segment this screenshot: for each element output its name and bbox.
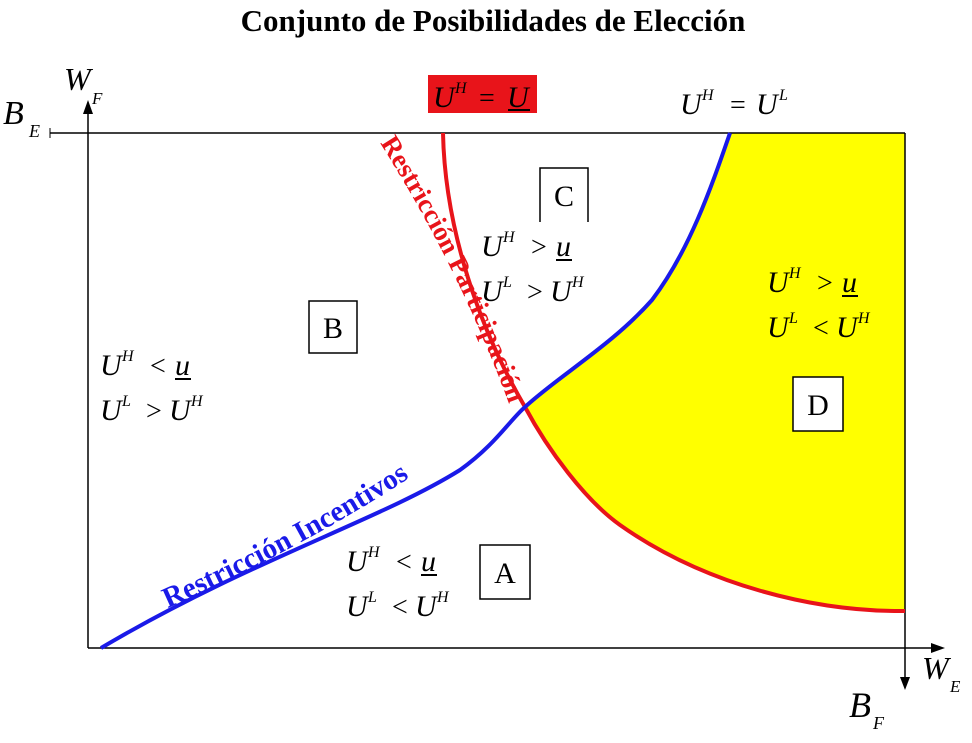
x-axis-label-main: W [922, 650, 952, 686]
region-c-line2-a: U [481, 275, 505, 308]
right-bound-label-main: B [849, 685, 871, 725]
region-b-line1-op: < [150, 351, 166, 382]
y-axis-label-main: W [64, 61, 94, 97]
region-b-line2-b: U [169, 394, 193, 427]
top-bound-label-main: B [3, 95, 24, 132]
region-b-box [308, 300, 358, 354]
region-d-line1-a: U [767, 266, 791, 299]
right-bound-label: B F [849, 685, 885, 733]
y-axis-label-sub: F [91, 89, 103, 108]
region-d-line1-op: > [817, 268, 833, 299]
x-axis-label: W E [922, 650, 961, 696]
participation-eq-lhs-sup: H [454, 80, 468, 97]
region-a-line1-a-sup: H [367, 544, 381, 561]
top-bound-label: B E [3, 95, 40, 141]
incentive-eq-lhs: U [680, 88, 704, 121]
x-axis-label-sub: E [949, 677, 961, 696]
region-a-line2-a-sup: L [367, 589, 377, 606]
incentive-curve [99, 132, 732, 650]
region-c-line2-a-sup: L [502, 274, 512, 291]
region-d-line2-b-sup: H [857, 310, 871, 327]
right-bound-arrowhead [900, 677, 910, 690]
region-b-letter: B [323, 312, 343, 345]
region-c-box [539, 167, 589, 222]
participation-curve-label-text: Restricción Participación [375, 130, 532, 406]
participation-eq-rhs: U [507, 81, 531, 114]
region-b-line1-b: u [175, 349, 190, 382]
region-d-line2-a-sup: L [788, 310, 798, 327]
region-c-line1-b: u [556, 230, 571, 263]
region-d-line2-op: < [813, 313, 829, 344]
region-d-line1-a-sup: H [788, 265, 802, 282]
region-b-line2-a: U [100, 394, 124, 427]
y-axis-arrowhead [83, 100, 93, 114]
region-b-line2-a-sup: L [121, 393, 131, 410]
region-c-line2-b: U [550, 275, 574, 308]
region-a-line1-a: U [346, 545, 370, 578]
region-c-line1-op: > [531, 232, 547, 263]
incentive-eq-rhs: U [756, 88, 780, 121]
top-bound-label-sub: E [28, 121, 40, 141]
participation-equation-box [428, 75, 537, 113]
x-axis-arrowhead [931, 643, 945, 653]
incentive-eq-rhs-sup: L [778, 87, 788, 104]
feasible-region-d [525, 133, 905, 612]
region-c-line1-a-sup: H [502, 229, 516, 246]
participation-equation: U H = U [428, 75, 537, 114]
incentive-eq-op: = [730, 90, 746, 121]
region-b-line2-b-sup: H [190, 393, 204, 410]
diagram-title: Conjunto de Posibilidades de Elección [241, 3, 746, 38]
incentive-eq-lhs-sup: H [701, 87, 715, 104]
participation-eq-lhs: U [433, 81, 457, 114]
region-a-letter: A [494, 557, 516, 590]
region-a-line2-b-sup: H [436, 589, 450, 606]
region-b-line1-a: U [100, 349, 124, 382]
region-c-line2-op: > [527, 277, 543, 308]
region-a-line2-op: < [392, 592, 408, 623]
region-a-line2-b: U [415, 590, 439, 623]
region-a-line2-a: U [346, 590, 370, 623]
region-c-line2-b-sup: H [571, 274, 585, 291]
region-a-box [479, 544, 531, 600]
region-c-line1-a: U [481, 230, 505, 263]
region-d-line2-a: U [767, 311, 791, 344]
region-d-box [792, 376, 844, 432]
region-c-letter: C [554, 180, 574, 213]
region-a-line1-b: u [421, 545, 436, 578]
participation-curve [441, 132, 906, 614]
region-a-line1-op: < [396, 547, 412, 578]
region-d-line1-b: u [842, 266, 857, 299]
region-b-line2-op: > [146, 396, 162, 427]
y-axis-label: W F [64, 61, 103, 108]
right-bound-label-sub: F [872, 713, 885, 733]
participation-curve-label: Restricción Participación [375, 130, 532, 406]
incentive-equation: U H = U L [680, 87, 788, 121]
region-d-letter: D [807, 389, 829, 422]
region-d-line2-b: U [836, 311, 860, 344]
region-b-line1-a-sup: H [121, 348, 135, 365]
participation-eq-op: = [479, 83, 495, 114]
